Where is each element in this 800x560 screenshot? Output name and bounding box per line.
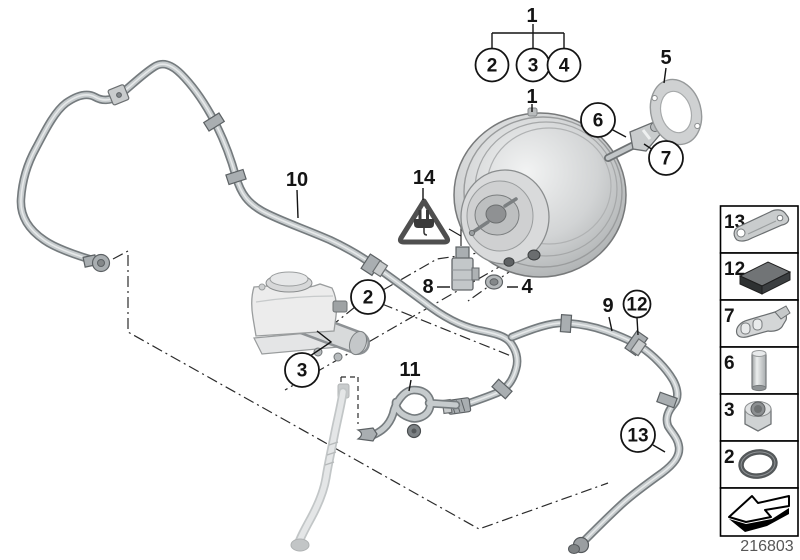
- legend: 13 12 7 6: [719, 205, 799, 537]
- spring-clip-icon: [735, 305, 791, 338]
- callout-6-label: 6: [593, 111, 604, 132]
- legend-num-12: 12: [724, 259, 745, 280]
- callout-2-label: 2: [487, 56, 498, 77]
- callouts: 1 2 3 4 1 5 6 7 10 14 2 3 8 4 9 12 11 13: [284, 5, 684, 453]
- fluid-reservoir: [251, 271, 370, 362]
- hose-sleeve: [656, 391, 678, 409]
- hose-sleeve: [559, 314, 573, 333]
- callout-circle-12[interactable]: [622, 289, 652, 319]
- callout-grommet-4[interactable]: 4: [521, 276, 533, 298]
- callout-4-label: 4: [559, 56, 570, 77]
- callout-warning-14[interactable]: 14: [413, 167, 436, 189]
- ghost-pipe-foot: [290, 538, 310, 552]
- pin-icon: [751, 350, 767, 392]
- plug-icon: [414, 210, 434, 236]
- callout-circle-6[interactable]: [580, 102, 616, 138]
- callout-circle-13[interactable]: [620, 417, 656, 453]
- callout-group-parent[interactable]: 1: [526, 5, 537, 27]
- gasket-5: [649, 78, 703, 146]
- legend-num-2: 2: [724, 447, 735, 468]
- mounting-stud: [503, 197, 518, 208]
- damper-pad-icon: [738, 261, 792, 295]
- callout-2b-label: 2: [363, 288, 374, 309]
- reservoir-sensor-plug: [332, 300, 348, 313]
- pressure-switch-8: [448, 202, 480, 291]
- callout-circle-2[interactable]: [474, 47, 510, 83]
- callout-circle-4[interactable]: [546, 47, 582, 83]
- u-clevis-fitting: [356, 427, 378, 442]
- mounting-stud: [471, 220, 490, 234]
- callout-12-label: 12: [626, 295, 647, 316]
- ghost-pipe: [290, 383, 350, 552]
- pipe-sleeve: [491, 378, 513, 400]
- callout-hose-11[interactable]: 11: [399, 359, 420, 381]
- doc-number: 216803: [740, 538, 793, 555]
- hose-end-fitting: [568, 536, 590, 554]
- hex-nut-icon: [744, 401, 772, 432]
- booster-port: [527, 249, 541, 261]
- callout-circle-2b[interactable]: [350, 279, 386, 315]
- callout-sensor-8[interactable]: 8: [422, 276, 433, 298]
- o-ring-icon: [738, 449, 778, 479]
- esd-warning-triangle: [397, 198, 451, 245]
- callout-3-label: 3: [528, 56, 539, 77]
- callout-booster[interactable]: 1: [526, 86, 537, 108]
- callout-circle-7[interactable]: [648, 140, 684, 176]
- callout-pipe-10[interactable]: 10: [286, 169, 308, 191]
- legend-num-6: 6: [724, 353, 735, 374]
- brake-booster: [453, 107, 670, 278]
- hose-loop-11: [356, 385, 461, 442]
- legend-box-2[interactable]: [719, 440, 799, 489]
- callout-circle-3b[interactable]: [284, 352, 320, 388]
- callout-gasket[interactable]: 5: [660, 47, 671, 69]
- callout-3b-label: 3: [297, 361, 308, 382]
- callout-hose-9[interactable]: 9: [602, 295, 613, 317]
- hose-damper-fitting: [624, 329, 649, 357]
- callout-13-label: 13: [627, 426, 648, 447]
- legend-num-3: 3: [724, 400, 735, 421]
- legend-num-7: 7: [724, 306, 735, 327]
- pipe-sleeve: [202, 112, 226, 132]
- holder-bracket-icon: [733, 209, 790, 242]
- vacuum-hose-9: [507, 314, 684, 554]
- pipe-sleeve: [225, 168, 247, 186]
- callout-7-label: 7: [661, 149, 672, 170]
- seal-grommet-4: [484, 274, 504, 290]
- leader-lines: [296, 24, 667, 453]
- booster-port: [503, 257, 515, 267]
- installation-direction-arrow-icon: [728, 495, 790, 532]
